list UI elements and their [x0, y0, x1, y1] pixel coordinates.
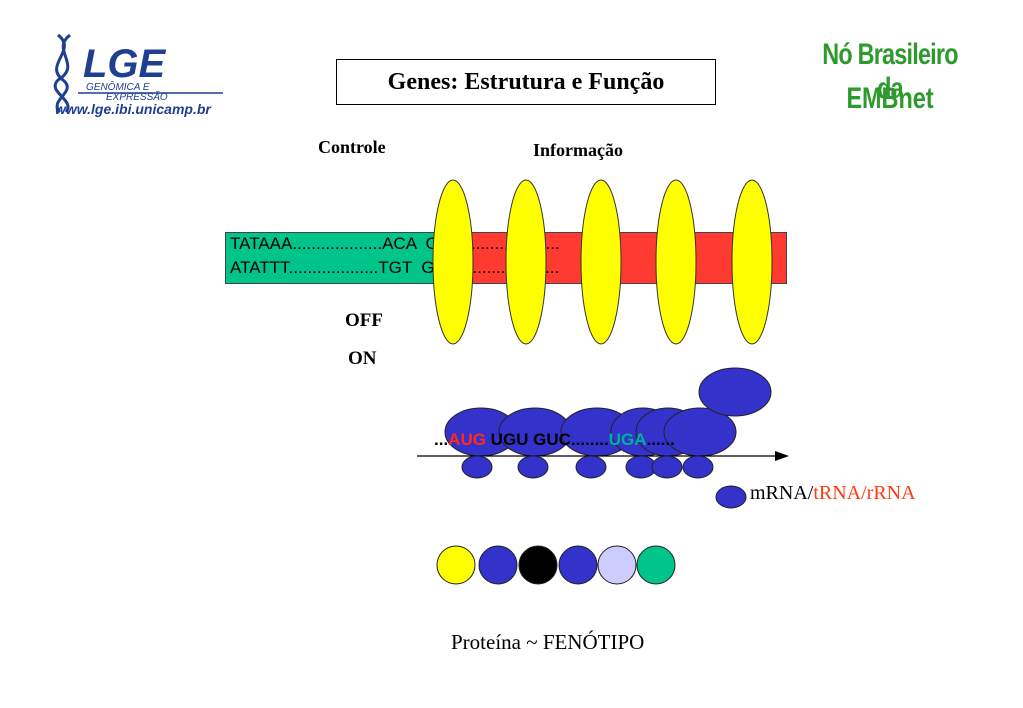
dna-promoter-region	[225, 232, 470, 284]
label-on: ON	[348, 348, 377, 369]
label-controle: Controle	[318, 137, 386, 157]
embnet-logo-line-2: EMBnet	[846, 82, 934, 115]
mrna-codon-sequence: ...AUG UGU GUC........UGA......	[434, 430, 675, 450]
mrna-suffix: ......	[646, 430, 675, 449]
legend-mrna: mRNA/	[750, 482, 814, 504]
label-informacao: Informação	[533, 140, 623, 160]
ribosome-small-1	[461, 455, 493, 479]
ribosome-small-5	[651, 455, 683, 479]
protein-bead-1	[436, 545, 476, 585]
mrna-arrowhead	[775, 451, 789, 461]
protein-bead-4	[558, 545, 598, 585]
regulator-ellipse-5	[731, 179, 773, 345]
page-title: Genes: Estrutura e Função	[336, 59, 716, 105]
legend-rna-dot	[715, 485, 747, 509]
ribosome-small-6	[682, 455, 714, 479]
protein-bead-6	[636, 545, 676, 585]
stop-codon: UGA	[608, 430, 647, 449]
legend-trna-rrna: tRNA/rRNA	[813, 482, 916, 504]
protein-bead-5	[597, 545, 637, 585]
lge-logo: LGE GENÔMICA E EXPRESSÃO	[53, 33, 223, 114]
regulator-ellipse-2	[505, 179, 547, 345]
start-codon: AUG	[448, 430, 486, 449]
ribosome-released	[698, 367, 772, 417]
lge-logo-text: LGE	[83, 42, 167, 86]
regulator-ellipse-4	[655, 179, 697, 345]
protein-bead-3	[518, 545, 558, 585]
lge-url: www.lge.ibi.unicamp.br	[55, 101, 211, 117]
protein-bead-2	[478, 545, 518, 585]
protein-caption: Proteína ~ FENÓTIPO	[451, 630, 645, 654]
embnet-logo-line-1: Nó Brasileiro da	[822, 38, 958, 105]
ribosome-small-2	[517, 455, 549, 479]
mrna-codons: UGU GUC........	[485, 430, 609, 449]
regulator-ellipse-3	[580, 179, 622, 345]
mrna-prefix: ...	[434, 430, 449, 449]
lge-logo-subtext-1: GENÔMICA E	[86, 80, 150, 93]
ribosome-small-3	[575, 455, 607, 479]
legend-rna-types: mRNA/tRNA/rRNA	[750, 482, 916, 505]
regulator-ellipse-1	[432, 179, 474, 345]
label-off: OFF	[345, 310, 383, 331]
